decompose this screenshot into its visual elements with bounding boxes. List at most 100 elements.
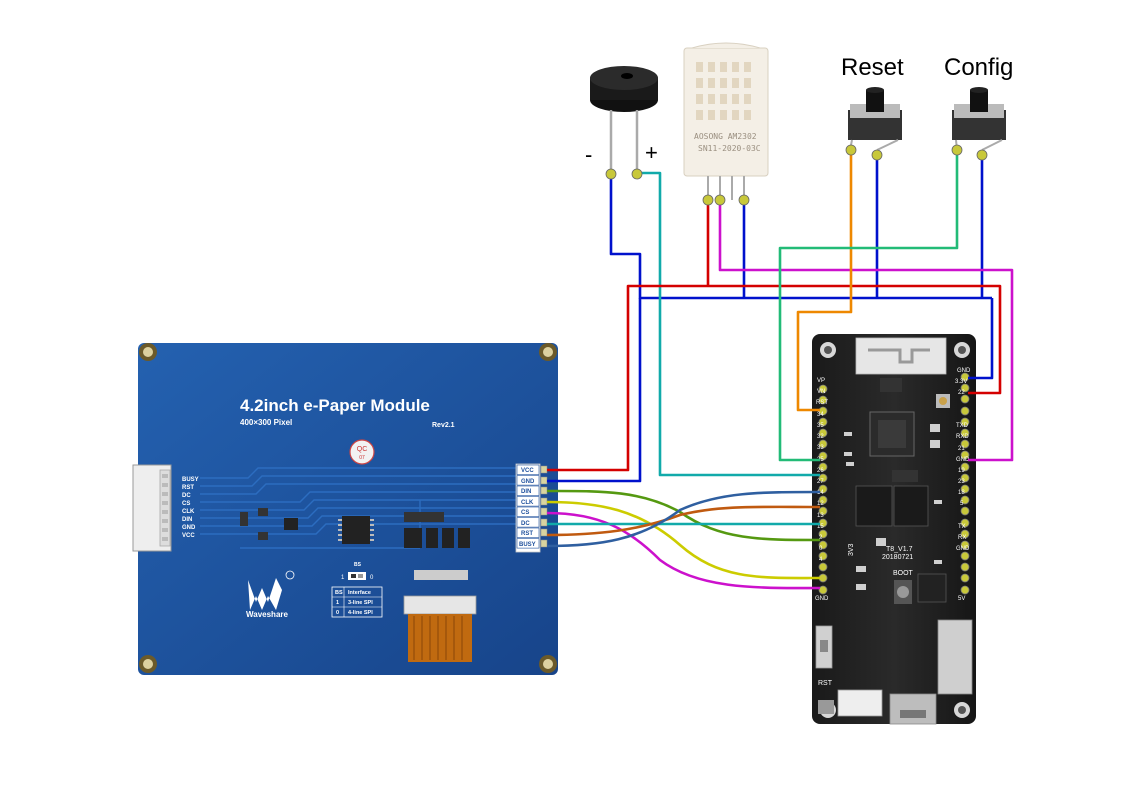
- board-left-pin-label: VN: [817, 389, 825, 395]
- board-left-pin-label: 33: [817, 445, 824, 451]
- reset-label: Reset: [841, 54, 904, 81]
- epaper-module: 4.2inch e-Paper Module 400×300 Pixel Rev…: [132, 343, 558, 675]
- board-left-pin-label: 27: [817, 479, 824, 485]
- epaper-left-pin-label: BUSY: [182, 477, 199, 483]
- board-right-pin-label: TXD: [956, 423, 969, 429]
- board-left-pins: VP VN RST 34 35 32 33 25 26 27 14 12 13 …: [815, 378, 829, 602]
- sensor-model-text: AOSONG AM2302: [694, 132, 757, 141]
- epaper-right-pin-label: CS: [521, 510, 529, 516]
- board-right-pin-label: 19: [958, 468, 965, 474]
- buzzer: [590, 66, 658, 172]
- epaper-right-pin-label: GND: [521, 479, 535, 485]
- epaper-left-pin-label: VCC: [182, 533, 195, 539]
- wire-epaper-rst: [546, 505, 821, 537]
- wire-reset-signal: [796, 155, 853, 412]
- board-model-text: T8_V1.7: [886, 546, 913, 553]
- interface-table-cell: 3-line SPI: [348, 600, 373, 606]
- board-right-pin-label: 23: [958, 479, 965, 485]
- epaper-subtitle: 400×300 Pixel: [240, 418, 292, 427]
- epaper-title: 4.2inch e-Paper Module: [240, 396, 430, 415]
- epaper-rev: Rev2.1: [432, 422, 455, 429]
- epaper-left-pin-labels: BUSY RST DC CS CLK DIN GND VCC: [182, 477, 199, 539]
- wire-epaper-cs: [546, 511, 821, 590]
- wire-config-signal: [778, 155, 959, 462]
- board-left-pin-label: 26: [817, 468, 824, 474]
- board-left-pin-label: 35: [817, 423, 824, 429]
- bs-jumper-zero: 0: [370, 575, 374, 581]
- board-right-pin-label: GND: [956, 546, 970, 552]
- board-left-pin-label: 32: [817, 434, 824, 440]
- config-label: Config: [944, 54, 1013, 81]
- wire-buzzer-gnd: [609, 173, 992, 300]
- wire-epaper-busy: [546, 490, 821, 548]
- buzzer-plus-label: +: [645, 140, 658, 165]
- board-rst-text: RST: [818, 680, 833, 687]
- interface-table-header: Interface: [348, 590, 371, 596]
- epaper-right-pin-label: DC: [521, 521, 530, 527]
- qc-number: 07: [359, 455, 365, 461]
- board-left-pin-label: 34: [817, 412, 824, 418]
- board-right-pin-label: RXD: [956, 434, 969, 440]
- sensor-serial-text: SN11-2020-03C: [698, 144, 761, 153]
- board-right-pin-label: RX: [958, 535, 966, 541]
- epaper-left-pin-label: DC: [182, 493, 191, 499]
- board-date-text: 20180721: [882, 554, 913, 561]
- epaper-left-pin-label: CLK: [182, 509, 195, 515]
- board-right-pin-label: 22: [958, 390, 965, 396]
- board-right-pin-label: GND: [956, 457, 970, 463]
- bs-jumper-label: BS: [354, 562, 362, 568]
- wire-epaper-gnd: [547, 298, 642, 483]
- wire-epaper-clk: [546, 500, 821, 580]
- qc-label: QC: [357, 446, 368, 453]
- board-left-pin-label: 25: [817, 457, 824, 463]
- board-right-pin-label: 18: [958, 490, 965, 496]
- fpc-connector: [403, 595, 477, 662]
- board-right-pin-label: 3.3V: [955, 379, 967, 385]
- board-right-pin-label: 21: [958, 446, 965, 452]
- bs-jumper: BS 1 0: [341, 562, 374, 581]
- epaper-right-pin-label: CLK: [521, 500, 534, 506]
- board-right-pin-label: 5V: [958, 596, 965, 602]
- board-left-pin-label: 2: [819, 535, 823, 541]
- buzzer-minus-label: -: [585, 142, 592, 167]
- wire-epaper-din: [546, 489, 821, 542]
- board-3v3-text: 3V3: [848, 543, 855, 556]
- board-right-pin-label: TX: [958, 524, 966, 530]
- board-left-pin-label: 0: [819, 546, 823, 552]
- epaper-right-header: VCC GND DIN CLK CS DC RST BUSY: [515, 463, 548, 553]
- board-left-pin-label: 12: [817, 501, 824, 507]
- board-left-pin-label: GND: [815, 596, 829, 602]
- epaper-right-pin-label: BUSY: [519, 542, 536, 548]
- board-left-pin-label: 4: [819, 557, 823, 563]
- epaper-right-pin-label: DIN: [521, 489, 531, 495]
- config-button: [952, 87, 1006, 151]
- board-left-pin-label: 13: [817, 513, 824, 519]
- board-right-pin-label: 5: [960, 501, 964, 507]
- mounting-hole-icon: [139, 343, 557, 673]
- smd-components: [240, 508, 470, 580]
- waveshare-brand: Waveshare: [246, 610, 289, 619]
- epaper-pcb: [138, 343, 558, 675]
- wire-board-gnd: [968, 298, 994, 380]
- board-left-pin-label: 14: [817, 490, 824, 496]
- board-left-pin-label: VP: [817, 378, 825, 384]
- board-right-pin-label: GND: [957, 368, 971, 374]
- epaper-left-connector: [132, 464, 172, 552]
- interface-table: BS Interface 1 3-line SPI 0 4-line SPI: [331, 586, 383, 618]
- epaper-left-pin-label: CS: [182, 501, 190, 507]
- board-right-pins: GND 3.3V 22 TXD RXD 21 GND 19 23 18 5 TX…: [955, 368, 971, 602]
- wire-vcc: [547, 284, 1002, 472]
- interface-table-cell: 0: [336, 610, 339, 616]
- epaper-left-pin-label: DIN: [182, 517, 192, 523]
- epaper-left-pin-label: RST: [182, 485, 194, 491]
- reset-button: [848, 87, 902, 151]
- epaper-left-pin-label: GND: [182, 525, 196, 531]
- interface-table-cell: 1: [336, 600, 339, 606]
- wire-buzzer-signal: [637, 171, 820, 477]
- board-boot-text: BOOT: [893, 570, 914, 577]
- wire-sensor-data: [718, 200, 1014, 462]
- wires: [546, 155, 1014, 590]
- dht22-sensor: AOSONG AM2302 SN11-2020-03C: [683, 42, 769, 200]
- qc-sticker: QC 07: [349, 439, 375, 465]
